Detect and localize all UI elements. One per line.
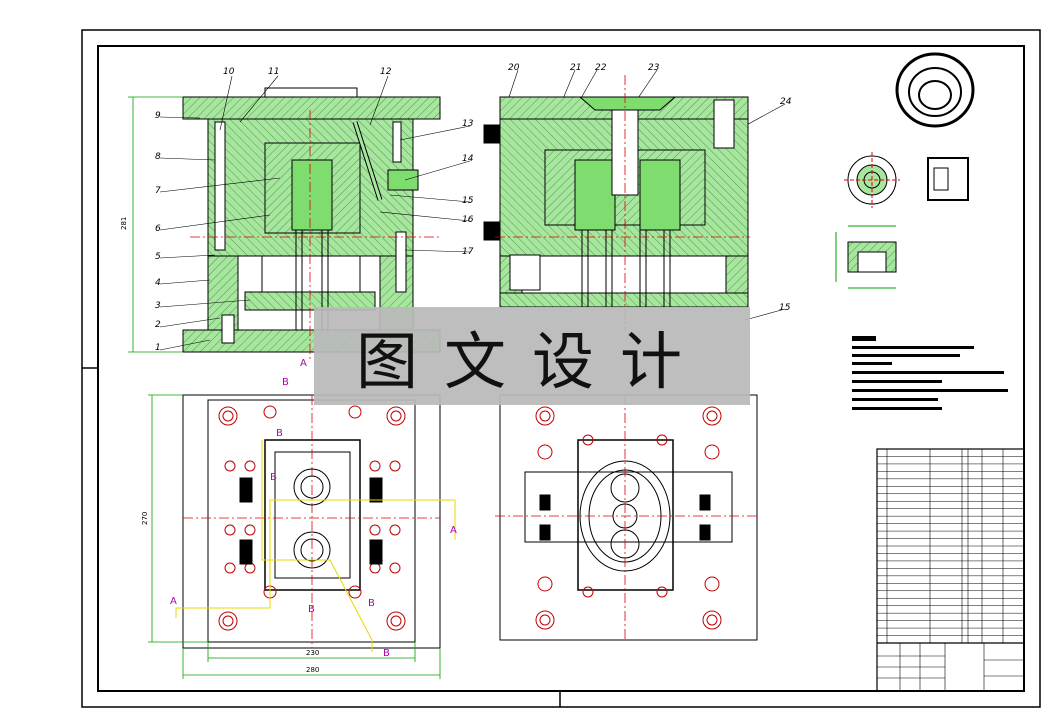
left-section-view [182, 87, 441, 360]
part-label-13: 13 [462, 119, 474, 129]
plan-dimensions [148, 394, 441, 679]
bom-row-lines [877, 448, 1024, 644]
part-label-12: 12 [380, 67, 392, 77]
section-marker-b-3: B [270, 472, 277, 483]
watermark-banner: 图文设计 [314, 307, 750, 405]
part-label-24: 24 [780, 97, 792, 107]
section-cut-lines [175, 440, 456, 652]
section-marker-b-2: B [276, 428, 283, 439]
part-label-22: 22 [595, 63, 607, 73]
part-label-9: 9 [155, 111, 161, 121]
part-label-14: 14 [462, 154, 474, 164]
left-plan-view [182, 394, 441, 649]
section-marker-b-1: B [282, 377, 289, 388]
part-label-20: 20 [508, 63, 520, 73]
section-marker-b-6: B [383, 648, 390, 659]
part-isometric-sketch [895, 52, 975, 128]
plan-outer-width-dim-text: 280 [306, 666, 319, 674]
part-section-sketch [835, 225, 897, 289]
right-plan-view [495, 394, 758, 641]
part-label-15-right: 15 [779, 303, 791, 313]
technical-notes [852, 336, 1008, 410]
part-label-11: 11 [268, 67, 279, 77]
part-label-7: 7 [155, 186, 161, 196]
watermark-text: 图文设计 [355, 325, 708, 398]
part-label-10: 10 [223, 67, 235, 77]
part-label-1: 1 [155, 343, 161, 353]
part-label-21: 21 [570, 63, 581, 73]
part-label-8: 8 [155, 152, 161, 162]
section-marker-b-4: B [308, 604, 315, 615]
left-height-dim-text: 281 [120, 217, 128, 230]
part-label-4: 4 [155, 278, 161, 288]
left-height-dimension [128, 96, 183, 353]
plan-height-dim-text: 270 [141, 512, 149, 525]
part-label-5: 5 [155, 252, 161, 262]
part-label-16: 16 [462, 215, 474, 225]
part-label-2: 2 [155, 320, 161, 330]
section-marker-a-2: A [170, 596, 177, 607]
part-top-view-sketch [844, 152, 900, 208]
part-label-23: 23 [648, 63, 660, 73]
part-side-view-sketch [927, 157, 969, 201]
part-label-3: 3 [155, 301, 161, 311]
section-marker-a-3: A [450, 525, 457, 536]
drawing-frame [81, 29, 1041, 708]
section-marker-a-1: A [300, 358, 307, 369]
right-section-view [483, 75, 750, 330]
part-label-17: 17 [462, 247, 474, 257]
part-label-15: 15 [462, 196, 474, 206]
bill-of-materials [876, 448, 1025, 692]
section-marker-b-5: B [368, 598, 375, 609]
part-label-6: 6 [155, 224, 161, 234]
plan-inner-width-dim-text: 230 [306, 649, 319, 657]
